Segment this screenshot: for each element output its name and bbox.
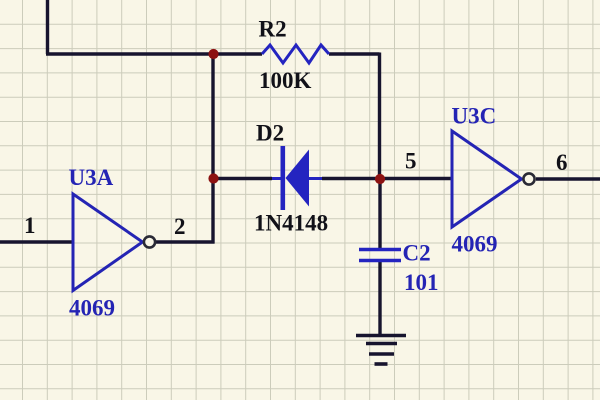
svg-text:2: 2	[174, 214, 186, 239]
svg-text:100K: 100K	[259, 68, 312, 93]
svg-text:C2: C2	[403, 241, 431, 266]
svg-text:D2: D2	[256, 121, 284, 146]
svg-text:5: 5	[405, 149, 417, 174]
svg-text:U3C: U3C	[452, 104, 497, 129]
svg-text:1: 1	[24, 213, 36, 238]
svg-text:6: 6	[556, 150, 568, 175]
svg-text:4069: 4069	[69, 296, 115, 321]
svg-text:U3A: U3A	[69, 165, 114, 190]
svg-text:101: 101	[404, 270, 439, 295]
svg-text:1N4148: 1N4148	[254, 211, 328, 236]
svg-text:4069: 4069	[452, 232, 498, 257]
svg-text:R2: R2	[259, 17, 287, 42]
